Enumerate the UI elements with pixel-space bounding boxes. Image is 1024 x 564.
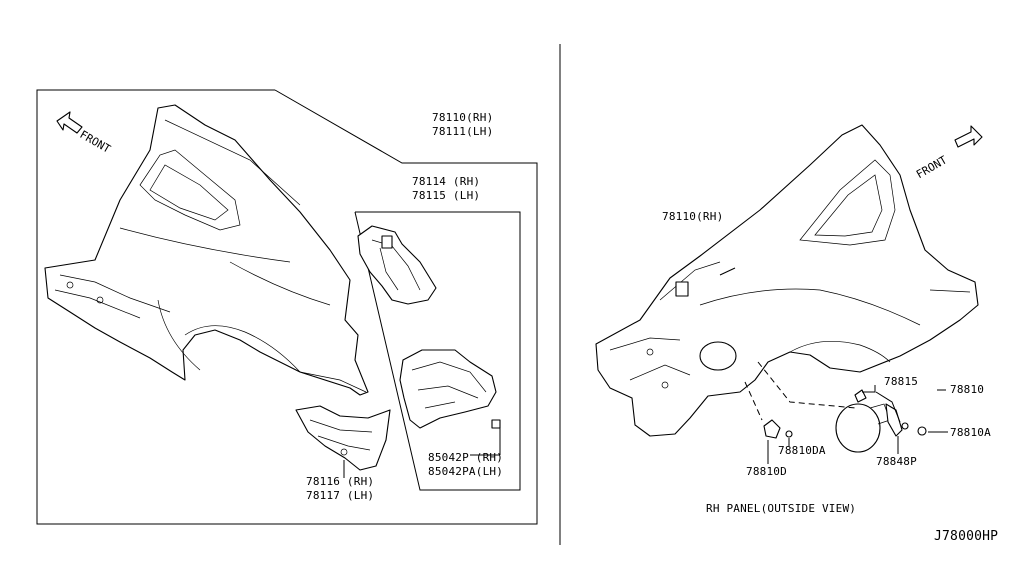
callout-78810d: 78810D [746,465,787,478]
callout-78815: 78815 [884,375,919,388]
callout-78810da: 78810DA [778,444,826,457]
callout-78114-rh: 78114 (RH) [412,175,481,188]
callout-85042p-rh: 85042P (RH) [428,451,504,464]
bumper-78810d [763,419,793,439]
dash-bumper [744,381,763,421]
callout-85042pa-lh: 85042PA(LH) [428,465,504,478]
fuel-lid-78810 [835,403,891,453]
callout-frame-78114 [354,211,521,491]
leader-78110-right [719,267,736,276]
bracket-78116 [295,405,391,471]
front-arrow-icon [56,111,83,134]
rear-quarter-panel-right [595,124,979,437]
hinge-78848p [885,403,927,437]
leader-78848p [875,391,901,423]
callout-78111-lh: 78111(LH) [432,125,494,138]
callout-78115-lh: 78115 (LH) [412,189,481,202]
callout-78810: 78810 [950,383,985,396]
callout-78848p: 78848P [876,455,917,468]
diagram-code: J78000HP [934,529,999,544]
bracket-78114 [357,225,437,305]
leader-78815 [862,385,876,393]
front-arrow-icon-right [954,125,983,148]
callout-78117-lh: 78117 (LH) [306,489,375,502]
callout-78110-rh: 78110(RH) [432,111,494,124]
callout-78116-rh: 78116 (RH) [306,475,375,488]
callout-frame-78110 [36,89,538,525]
rear-quarter-panel-left [44,104,369,396]
bracket-lower [399,349,501,429]
clip-78815 [854,389,867,403]
dash-lid [757,361,857,409]
view-caption: RH PANEL(OUTSIDE VIEW) [706,502,857,515]
callout-78810a: 78810A [950,426,991,439]
callout-78110-rh-right: 78110(RH) [662,210,724,223]
